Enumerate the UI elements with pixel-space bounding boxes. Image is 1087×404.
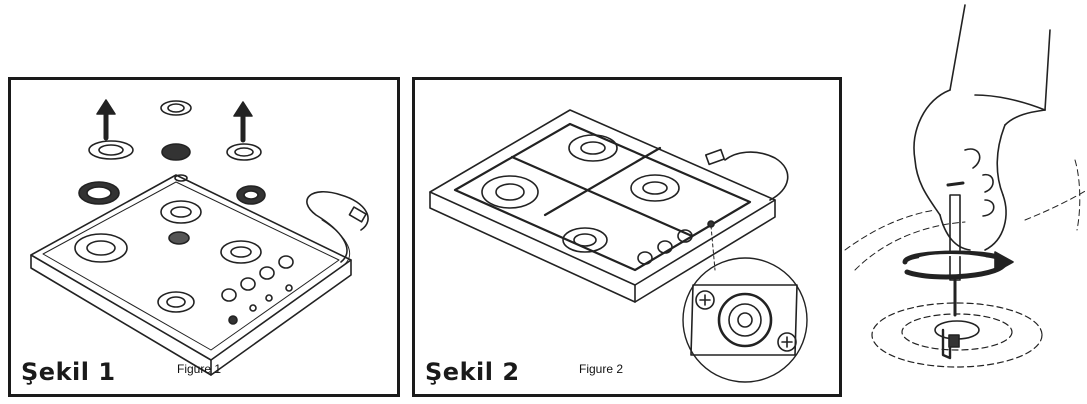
figure-2-label-turkish: Şekil 2 xyxy=(425,358,520,386)
figure-2-panel: Şekil 2 Figure 2 xyxy=(412,77,842,397)
figure-1-label-english: Figure 1 xyxy=(177,362,222,376)
figure-1-panel: Şekil 1 Figure 1 xyxy=(8,77,400,397)
figure-1-label-turkish: Şekil 1 xyxy=(21,358,116,386)
figure-2-label-english: Figure 2 xyxy=(579,362,624,376)
hob-burner-removal-illustration xyxy=(30,99,369,376)
hand-adjusting-valve-illustration xyxy=(844,4,1087,368)
hob-with-grids-illustration xyxy=(429,109,808,383)
